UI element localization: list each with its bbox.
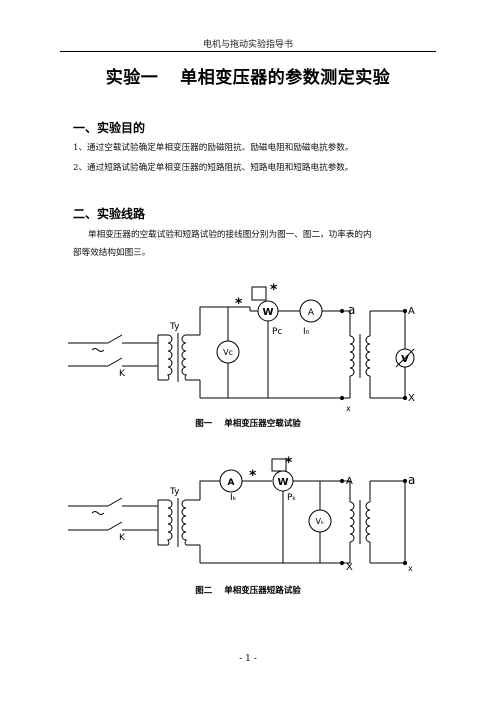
- fig2-terminal-a: a: [408, 473, 415, 487]
- fig1-label-i0: I₀: [303, 327, 310, 337]
- fig2-star-2: *: [285, 455, 293, 471]
- title-number: 实验一: [105, 68, 159, 88]
- fig2-label-k: K: [119, 533, 126, 543]
- ac-source-icon: [91, 348, 105, 352]
- figure2-caption-num: 图二: [195, 586, 213, 596]
- circuit-paragraph-line1: 单相变压器的空载试验和短路试验的接线图分别为图一、图二，功率表的内: [88, 230, 372, 240]
- fig2-ammeter-label: A: [228, 478, 235, 488]
- figure1-caption: 图一 单相变压器空载试验: [0, 417, 496, 429]
- fig1-terminal-a: a: [348, 303, 355, 317]
- fig2-terminal-A: A: [346, 476, 353, 487]
- fig1-terminal-x: x: [346, 404, 351, 413]
- purpose-item-1: 1、通过空载试验确定单相变压器的励磁阻抗、励磁电阻和励磁电抗参数。: [73, 143, 354, 153]
- section-heading-circuit: 二、实验线路: [73, 207, 146, 221]
- fig2-label-ik: Iₖ: [230, 493, 237, 503]
- fig1-star-2: *: [270, 282, 278, 298]
- page-title: 实验一 单相变压器的参数测定实验: [0, 63, 496, 88]
- fig2-wattmeter-label: W: [277, 477, 288, 488]
- fig1-star-1: *: [235, 296, 243, 312]
- fig1-label-ty: Ty: [169, 322, 180, 332]
- figure1-caption-num: 图一: [195, 419, 213, 429]
- fig1-wattmeter-label: W: [262, 307, 273, 318]
- title-text: 单相变压器的参数测定实验: [180, 68, 391, 88]
- fig2-terminal-x: x: [408, 564, 413, 573]
- purpose-item-2: 2、通过短路试验确定单相变压器的短路阻抗、短路电阻和短路电抗参数。: [73, 163, 354, 173]
- fig1-ammeter-label: A: [308, 308, 315, 318]
- fig1-output-voltmeter-label: V: [401, 354, 409, 365]
- figure2-caption-text: 单相变压器短路试验: [224, 586, 301, 596]
- fig1-voltmeter-label: Vc: [223, 348, 233, 357]
- fig1-terminal-X: X: [408, 393, 415, 404]
- page-header: 电机与拖动实验指导书: [202, 40, 293, 50]
- fig1-label-pc: Pc: [272, 327, 282, 337]
- fig1-terminal-A: A: [408, 306, 415, 317]
- circuit-paragraph-line2: 部等效结构如图三。: [73, 248, 151, 258]
- fig2-voltmeter-label: Vₖ: [316, 517, 325, 526]
- fig2-terminal-X: X: [346, 562, 353, 573]
- fig2-label-pk: Pₖ: [287, 493, 296, 503]
- fig2-star-1: *: [249, 468, 257, 484]
- figure2-diagram: [68, 458, 408, 566]
- figure1-diagram: [68, 286, 415, 401]
- page-number: - 1 -: [239, 654, 257, 664]
- fig2-label-ty: Ty: [169, 487, 180, 497]
- header-rule: [60, 51, 436, 52]
- fig1-label-k: K: [119, 369, 126, 379]
- ac-source-icon-2: [91, 511, 105, 515]
- figure2-caption: 图二 单相变压器短路试验: [0, 584, 496, 596]
- figure1-caption-text: 单相变压器空载试验: [224, 419, 301, 429]
- section-heading-purpose: 一、实验目的: [73, 121, 146, 135]
